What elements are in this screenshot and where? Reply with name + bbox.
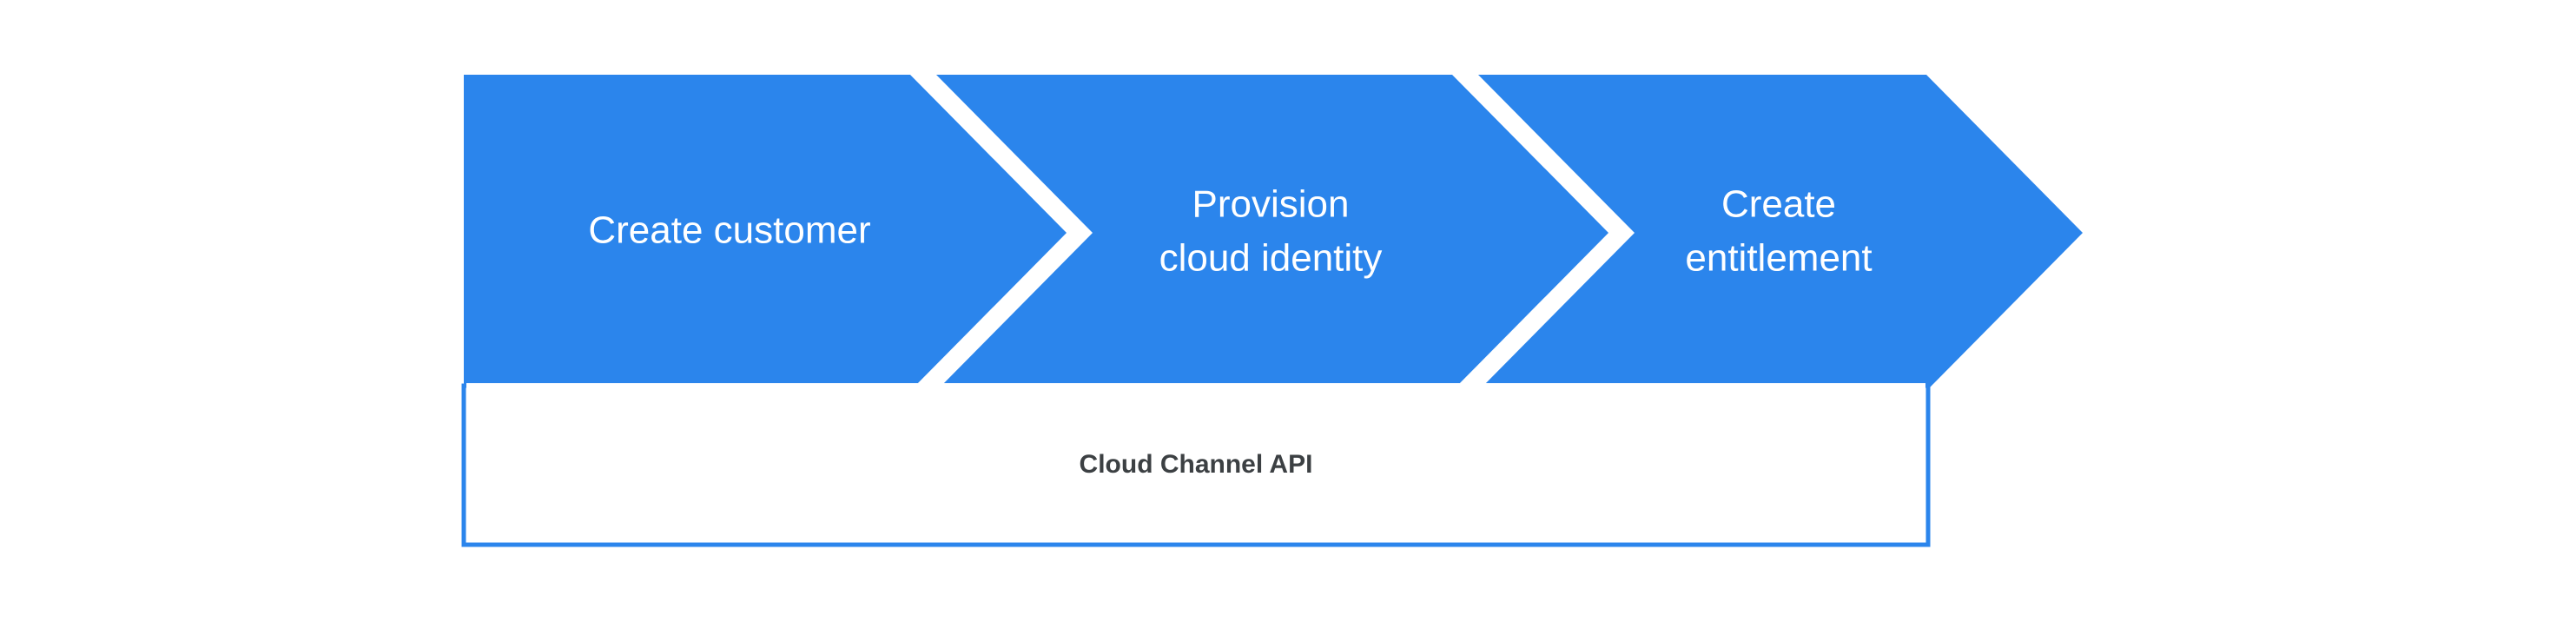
step-3-label-line-2: entitlement: [1685, 237, 1872, 280]
step-1[interactable]: Create customer: [588, 209, 870, 252]
chevron-banner-body: [464, 75, 2083, 391]
step-3[interactable]: Create entitlement: [1685, 183, 1872, 280]
step-2[interactable]: Provision cloud identity: [1159, 183, 1383, 280]
step-2-label-line-2: cloud identity: [1159, 237, 1383, 280]
cloud-channel-api-box[interactable]: [461, 383, 1931, 547]
footer-box-top-seam: [466, 383, 1925, 392]
step-2-label-line-1: Provision: [1192, 183, 1350, 226]
step-3-label-line-1: Create: [1721, 183, 1836, 226]
cloud-channel-api-label: Cloud Channel API: [1080, 450, 1313, 479]
step-1-label: Create customer: [588, 209, 870, 252]
